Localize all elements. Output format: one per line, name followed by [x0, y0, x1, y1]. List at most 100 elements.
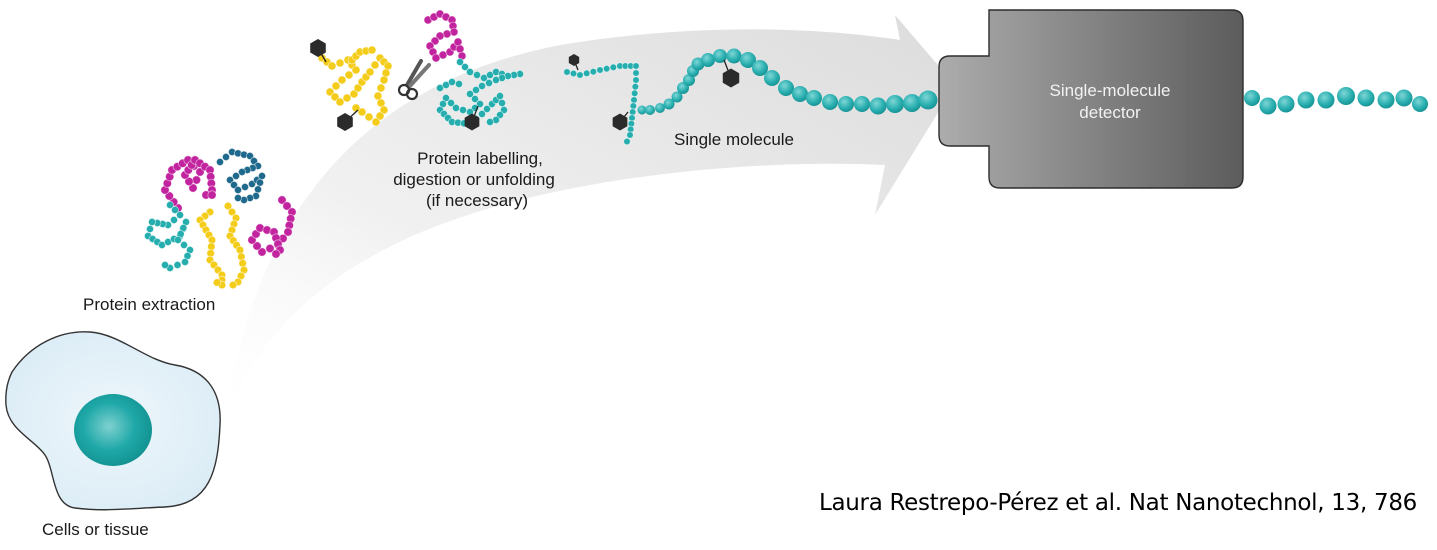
- label-hexagon-icon: [612, 111, 629, 131]
- bead: [207, 190, 217, 200]
- bead: [701, 53, 715, 67]
- bead: [630, 89, 639, 98]
- single-molecule-thin: [563, 62, 640, 146]
- bead: [1377, 91, 1395, 109]
- bead: [1297, 91, 1315, 109]
- bead: [237, 167, 246, 176]
- bead: [253, 185, 262, 194]
- bead: [238, 259, 247, 268]
- bead: [491, 76, 500, 85]
- bead: [822, 94, 838, 110]
- bead: [576, 71, 584, 79]
- bead: [602, 64, 611, 73]
- protein-chain-yellow-2: [223, 201, 249, 290]
- bead: [472, 71, 481, 80]
- bead: [886, 95, 904, 113]
- bead: [563, 68, 571, 76]
- bead: [231, 171, 240, 180]
- bead: [778, 80, 794, 96]
- bead: [740, 52, 756, 68]
- nucleus-icon: [74, 394, 152, 466]
- bead: [375, 111, 385, 121]
- bead: [175, 210, 184, 219]
- bead: [1317, 91, 1335, 109]
- bead: [233, 193, 242, 202]
- bead: [596, 66, 604, 74]
- bead: [455, 58, 464, 67]
- bead: [379, 75, 389, 85]
- bead: [451, 104, 460, 113]
- bead: [376, 83, 386, 93]
- bead: [465, 90, 474, 99]
- label-hexagon-icon: [568, 54, 580, 71]
- bead: [237, 252, 246, 261]
- bead: [1357, 89, 1375, 107]
- bead: [145, 224, 154, 233]
- bead: [335, 58, 345, 68]
- cell-icon: [5, 331, 221, 511]
- bead: [257, 171, 266, 180]
- bead: [1277, 95, 1295, 113]
- bead: [169, 215, 178, 224]
- bead: [331, 81, 341, 91]
- label-protein-labelling: Protein labelling, digestion or unfoldin…: [393, 148, 565, 211]
- bead: [252, 241, 262, 251]
- bead: [371, 117, 381, 127]
- bead: [342, 93, 352, 103]
- protein-chain-magenta-2: [247, 195, 297, 259]
- bead: [277, 195, 287, 205]
- bead: [191, 175, 202, 185]
- protein-chain-teal-1: [143, 200, 194, 272]
- label-hexagon-icon: [722, 59, 740, 88]
- bead: [1244, 90, 1260, 106]
- scissors-icon: [397, 59, 431, 101]
- bead: [351, 65, 361, 75]
- flow-arrow-icon: [225, 15, 955, 420]
- bead: [215, 157, 224, 166]
- bead: [235, 245, 245, 255]
- bead: [1259, 97, 1277, 115]
- bead: [645, 105, 655, 115]
- bead: [484, 79, 493, 88]
- bead: [589, 67, 598, 76]
- bead: [628, 108, 637, 116]
- bead: [637, 105, 647, 115]
- bead: [477, 110, 486, 119]
- bead: [327, 61, 337, 71]
- bead: [379, 105, 389, 115]
- bead: [165, 200, 174, 209]
- bead: [1412, 96, 1428, 112]
- single-molecule-thick: [637, 48, 1428, 115]
- bead: [655, 103, 665, 113]
- bead: [582, 69, 591, 78]
- bead: [903, 94, 921, 112]
- protein-chain-yellow-3: [317, 53, 393, 127]
- detector-icon: [938, 9, 1244, 189]
- bead: [180, 257, 189, 266]
- bead: [265, 243, 275, 254]
- label-detector-line2: detector: [1079, 103, 1141, 122]
- protein-chain-darkblue: [215, 147, 266, 204]
- bead: [683, 74, 695, 86]
- bead: [446, 99, 455, 108]
- bead: [257, 247, 267, 257]
- bead: [726, 48, 742, 64]
- bead: [869, 97, 887, 115]
- label-protein-labelling-line2: digestion or unfolding: [393, 170, 555, 189]
- label-hexagon-icon: [310, 39, 327, 63]
- bead: [283, 227, 293, 237]
- bead: [223, 201, 233, 211]
- bead: [806, 90, 822, 106]
- bead: [370, 60, 380, 70]
- bead: [854, 96, 870, 112]
- bead: [179, 240, 188, 249]
- bead: [282, 201, 292, 211]
- label-protein-extraction: Protein extraction: [83, 295, 216, 314]
- bead: [335, 97, 345, 107]
- bead: [663, 98, 675, 110]
- bead: [147, 217, 156, 226]
- bead: [173, 260, 182, 269]
- label-cells-or-tissue: Cells or tissue: [42, 520, 149, 539]
